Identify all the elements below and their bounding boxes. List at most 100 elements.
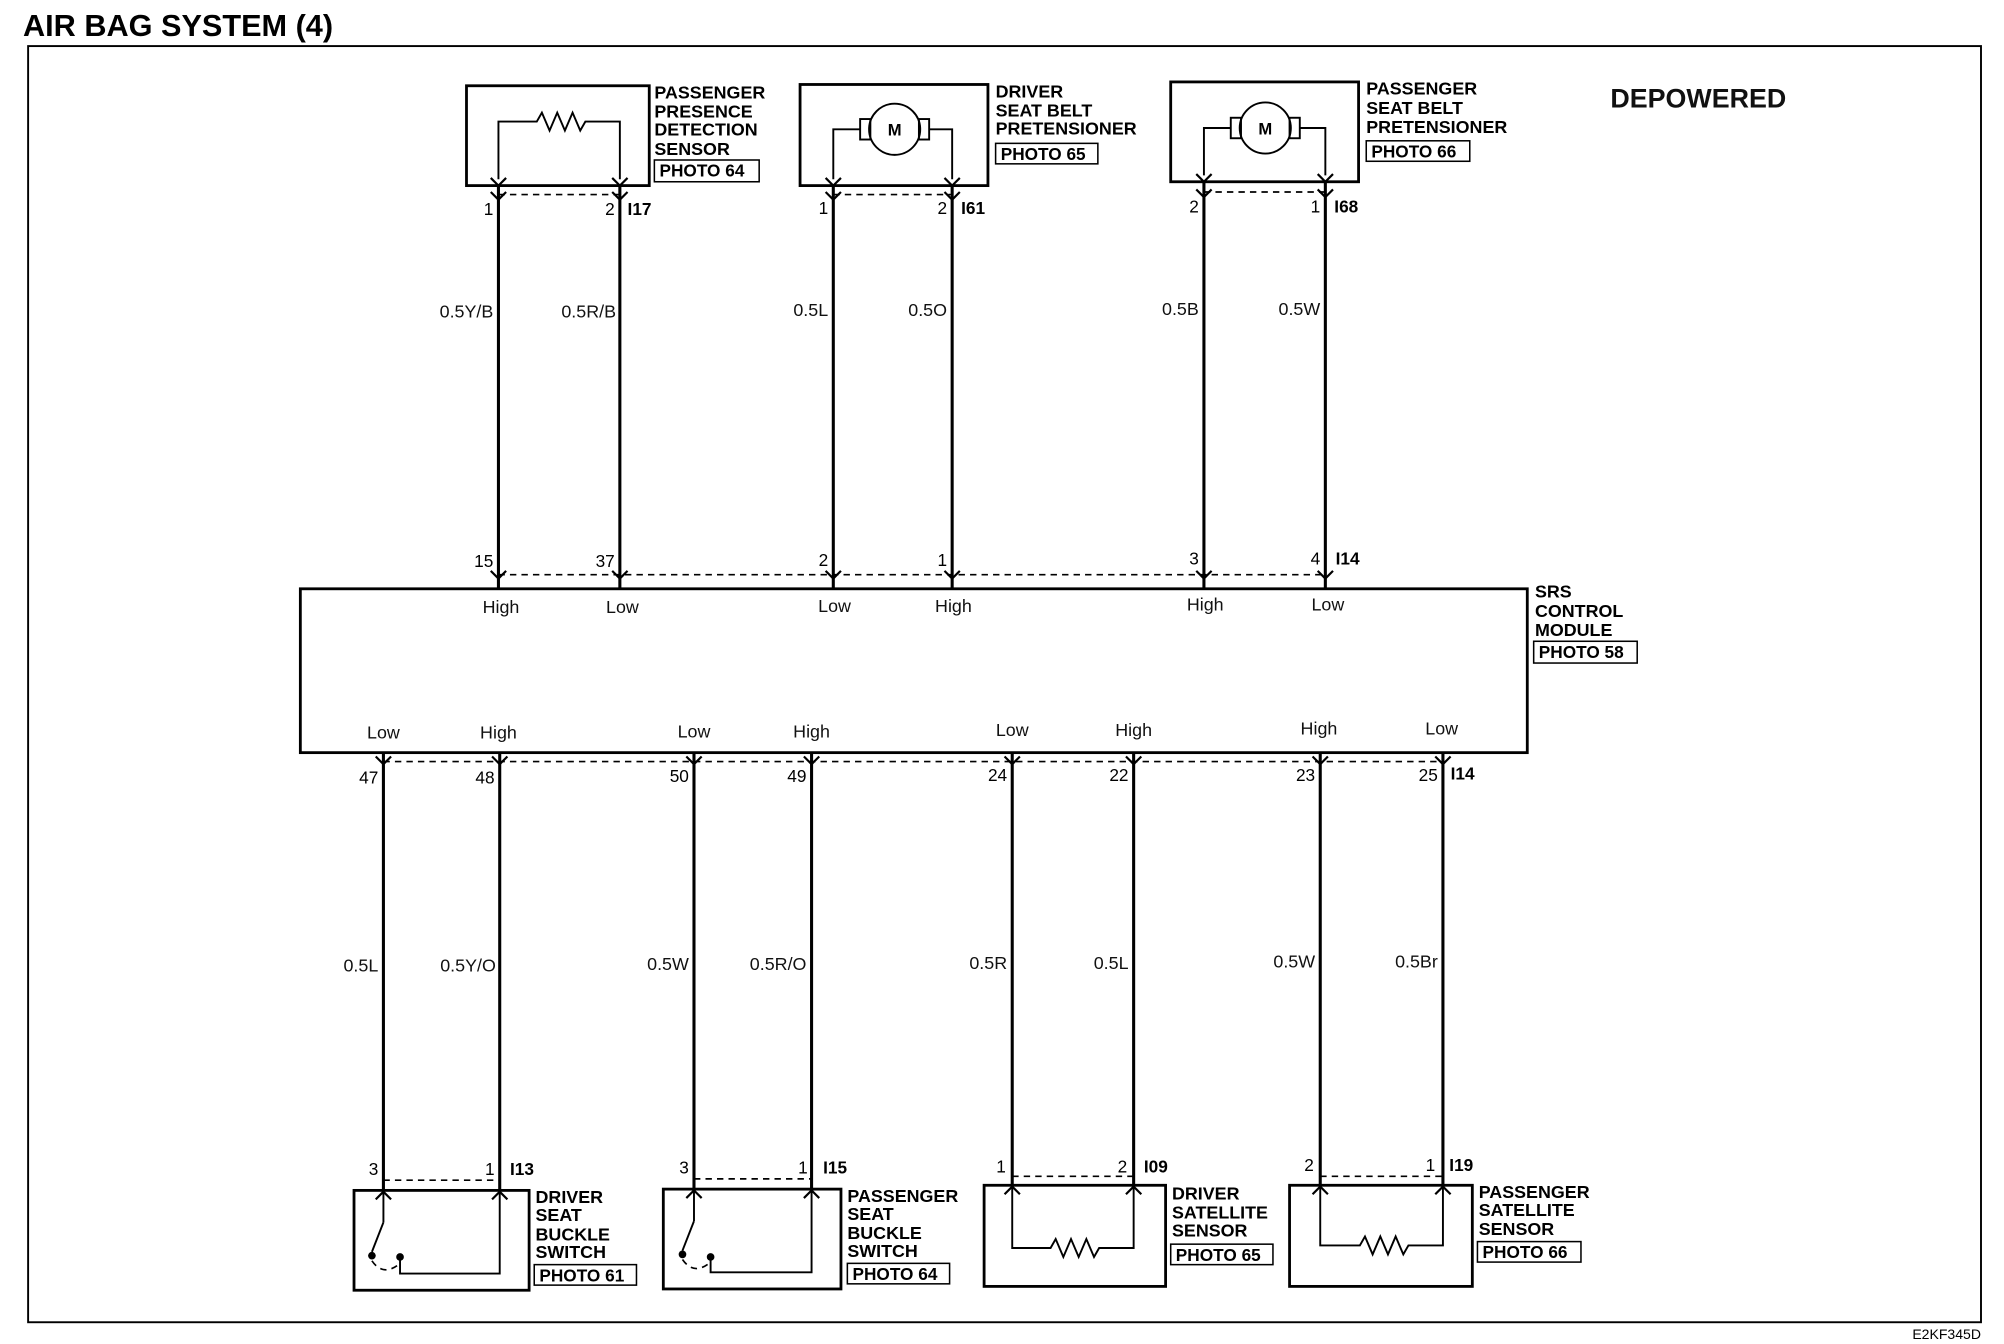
driver-seat-buckle-switch: Low High 47 48 0.5L 0.5Y/O 3 1 I13 DRIVE… (344, 723, 638, 1292)
connector-id: I09 (1144, 1156, 1168, 1176)
module-signal-label: Low (367, 723, 400, 743)
component-box (1169, 80, 1360, 184)
wire-color-label: 0.5R (969, 953, 1007, 973)
connector-id: I14 (1451, 764, 1475, 784)
internal-wire (709, 1190, 813, 1274)
module-pin-number: 49 (787, 766, 806, 786)
connector-terminal-icon (1316, 570, 1334, 581)
component-name-line: SENSOR (654, 139, 730, 159)
photo-ref-label: PHOTO 66 (1483, 1242, 1568, 1262)
pin-number: 1 (798, 1158, 808, 1178)
module-signal-label: Low (606, 597, 639, 617)
photo-ref-box (1169, 1243, 1274, 1266)
connector-id: I17 (628, 199, 652, 219)
photo-ref-label: PHOTO 66 (1371, 141, 1456, 161)
module-pin-number: 15 (474, 551, 493, 571)
component-name-line: SEAT BELT (996, 100, 1093, 120)
internal-wire (1299, 127, 1327, 176)
component-name-line: DRIVER (536, 1187, 604, 1207)
component-box (982, 1183, 1167, 1288)
passenger-seat-buckle-switch: Low High 50 49 0.5W 0.5R/O 3 1 I15 PASSE… (647, 721, 958, 1291)
switch-link (681, 1259, 712, 1270)
switch-blade (371, 1222, 385, 1253)
pin-number: 2 (1189, 196, 1199, 216)
srs-control-module: SRS CONTROL MODULE PHOTO 58 I14 I14 (298, 548, 1638, 784)
component-box (661, 1187, 843, 1291)
module-pin-number: 4 (1311, 548, 1321, 568)
switch-contact (368, 1251, 376, 1260)
motor-circle (868, 102, 922, 156)
module-pin-number: 37 (596, 551, 615, 571)
component-name-line: SENSOR (1479, 1219, 1555, 1239)
module-pin-number: 50 (670, 766, 689, 786)
figure-code: E2KF345D (1912, 1326, 1981, 1342)
photo-ref-box (653, 159, 760, 183)
component-name-line: SEAT BELT (1366, 98, 1463, 118)
module-signal-label: High (1115, 720, 1152, 740)
component-name-line: DRIVER (996, 81, 1064, 101)
switch-contact (678, 1250, 687, 1259)
pin-number: 3 (679, 1158, 689, 1178)
switch-blade (681, 1220, 695, 1251)
module-name-line: SRS (1535, 582, 1572, 602)
switch-icon (678, 1190, 813, 1274)
passenger-satellite-sensor: High Low 23 25 0.5W 0.5Br 2 1 I19 PASSEN… (1273, 719, 1590, 1288)
wire-color-label: 0.5R/O (750, 954, 807, 974)
resistor-icon (497, 110, 621, 180)
component-name-line: SWITCH (847, 1241, 918, 1261)
wire-color-label: 0.5W (1273, 952, 1315, 972)
module-pin-number: 23 (1296, 765, 1315, 785)
component-name-line: SATELLITE (1479, 1200, 1575, 1220)
module-name-line: MODULE (1535, 620, 1613, 640)
module-signal-label: High (1187, 595, 1224, 615)
connector-terminal-icon (611, 570, 629, 581)
module-pin-number: 25 (1419, 765, 1438, 785)
switch-icon (368, 1191, 501, 1275)
passenger-seat-belt-pretensioner: M PASSENGER SEAT BELT PRETENSIONER PHOTO… (1162, 79, 1507, 615)
module-pin-number: 47 (359, 767, 378, 787)
pin-number: 2 (937, 198, 947, 218)
component-box (1288, 1183, 1474, 1288)
module-signal-label: High (1301, 719, 1338, 739)
module-signal-label: Low (678, 721, 711, 741)
connector-id: I15 (823, 1158, 847, 1178)
photo-ref-box (846, 1262, 951, 1285)
pin-number: 2 (605, 199, 615, 219)
wire-color-label: 0.5B (1162, 299, 1199, 319)
motor-circle (1238, 101, 1292, 155)
connector-id: I68 (1334, 196, 1358, 216)
pin-number: 1 (996, 1156, 1006, 1176)
component-box (465, 84, 651, 188)
module-signal-label: High (483, 597, 520, 617)
module-box (298, 587, 1529, 755)
module-pin-number: 1 (937, 550, 947, 570)
wire-color-label: 0.5Y/B (440, 301, 494, 321)
switch-link (371, 1260, 401, 1271)
connector-terminal-icon (1195, 570, 1213, 581)
pin-number: 1 (485, 1159, 495, 1179)
photo-ref-label: PHOTO 65 (1176, 1245, 1261, 1265)
wire-color-label: 0.5L (344, 956, 379, 976)
wire-color-label: 0.5R/B (561, 301, 616, 321)
diagram-frame (27, 45, 1982, 1324)
pin-number: 1 (484, 199, 494, 219)
component-name-line: PASSENGER (1366, 79, 1477, 99)
module-pin-number: 22 (1109, 765, 1128, 785)
module-pin-number: 24 (988, 765, 1008, 785)
module-pin-number: 2 (819, 550, 829, 570)
component-box (798, 83, 990, 188)
pin-number: 2 (1304, 1155, 1314, 1175)
component-name-line: SWITCH (536, 1242, 607, 1262)
photo-ref-label: PHOTO 64 (659, 161, 744, 181)
motor-icon: M (1229, 101, 1301, 155)
component-name-line: SENSOR (1172, 1220, 1248, 1240)
photo-ref-box (994, 142, 1099, 165)
connector-id: I13 (510, 1159, 534, 1179)
pin-number: 2 (1118, 1156, 1128, 1176)
component-name-line: PASSENGER (1479, 1182, 1590, 1202)
photo-ref-label: PHOTO 58 (1539, 642, 1624, 662)
module-pin-number: 3 (1189, 548, 1199, 568)
module-signal-label: Low (1312, 595, 1345, 615)
connector-terminal-icon (490, 570, 507, 581)
